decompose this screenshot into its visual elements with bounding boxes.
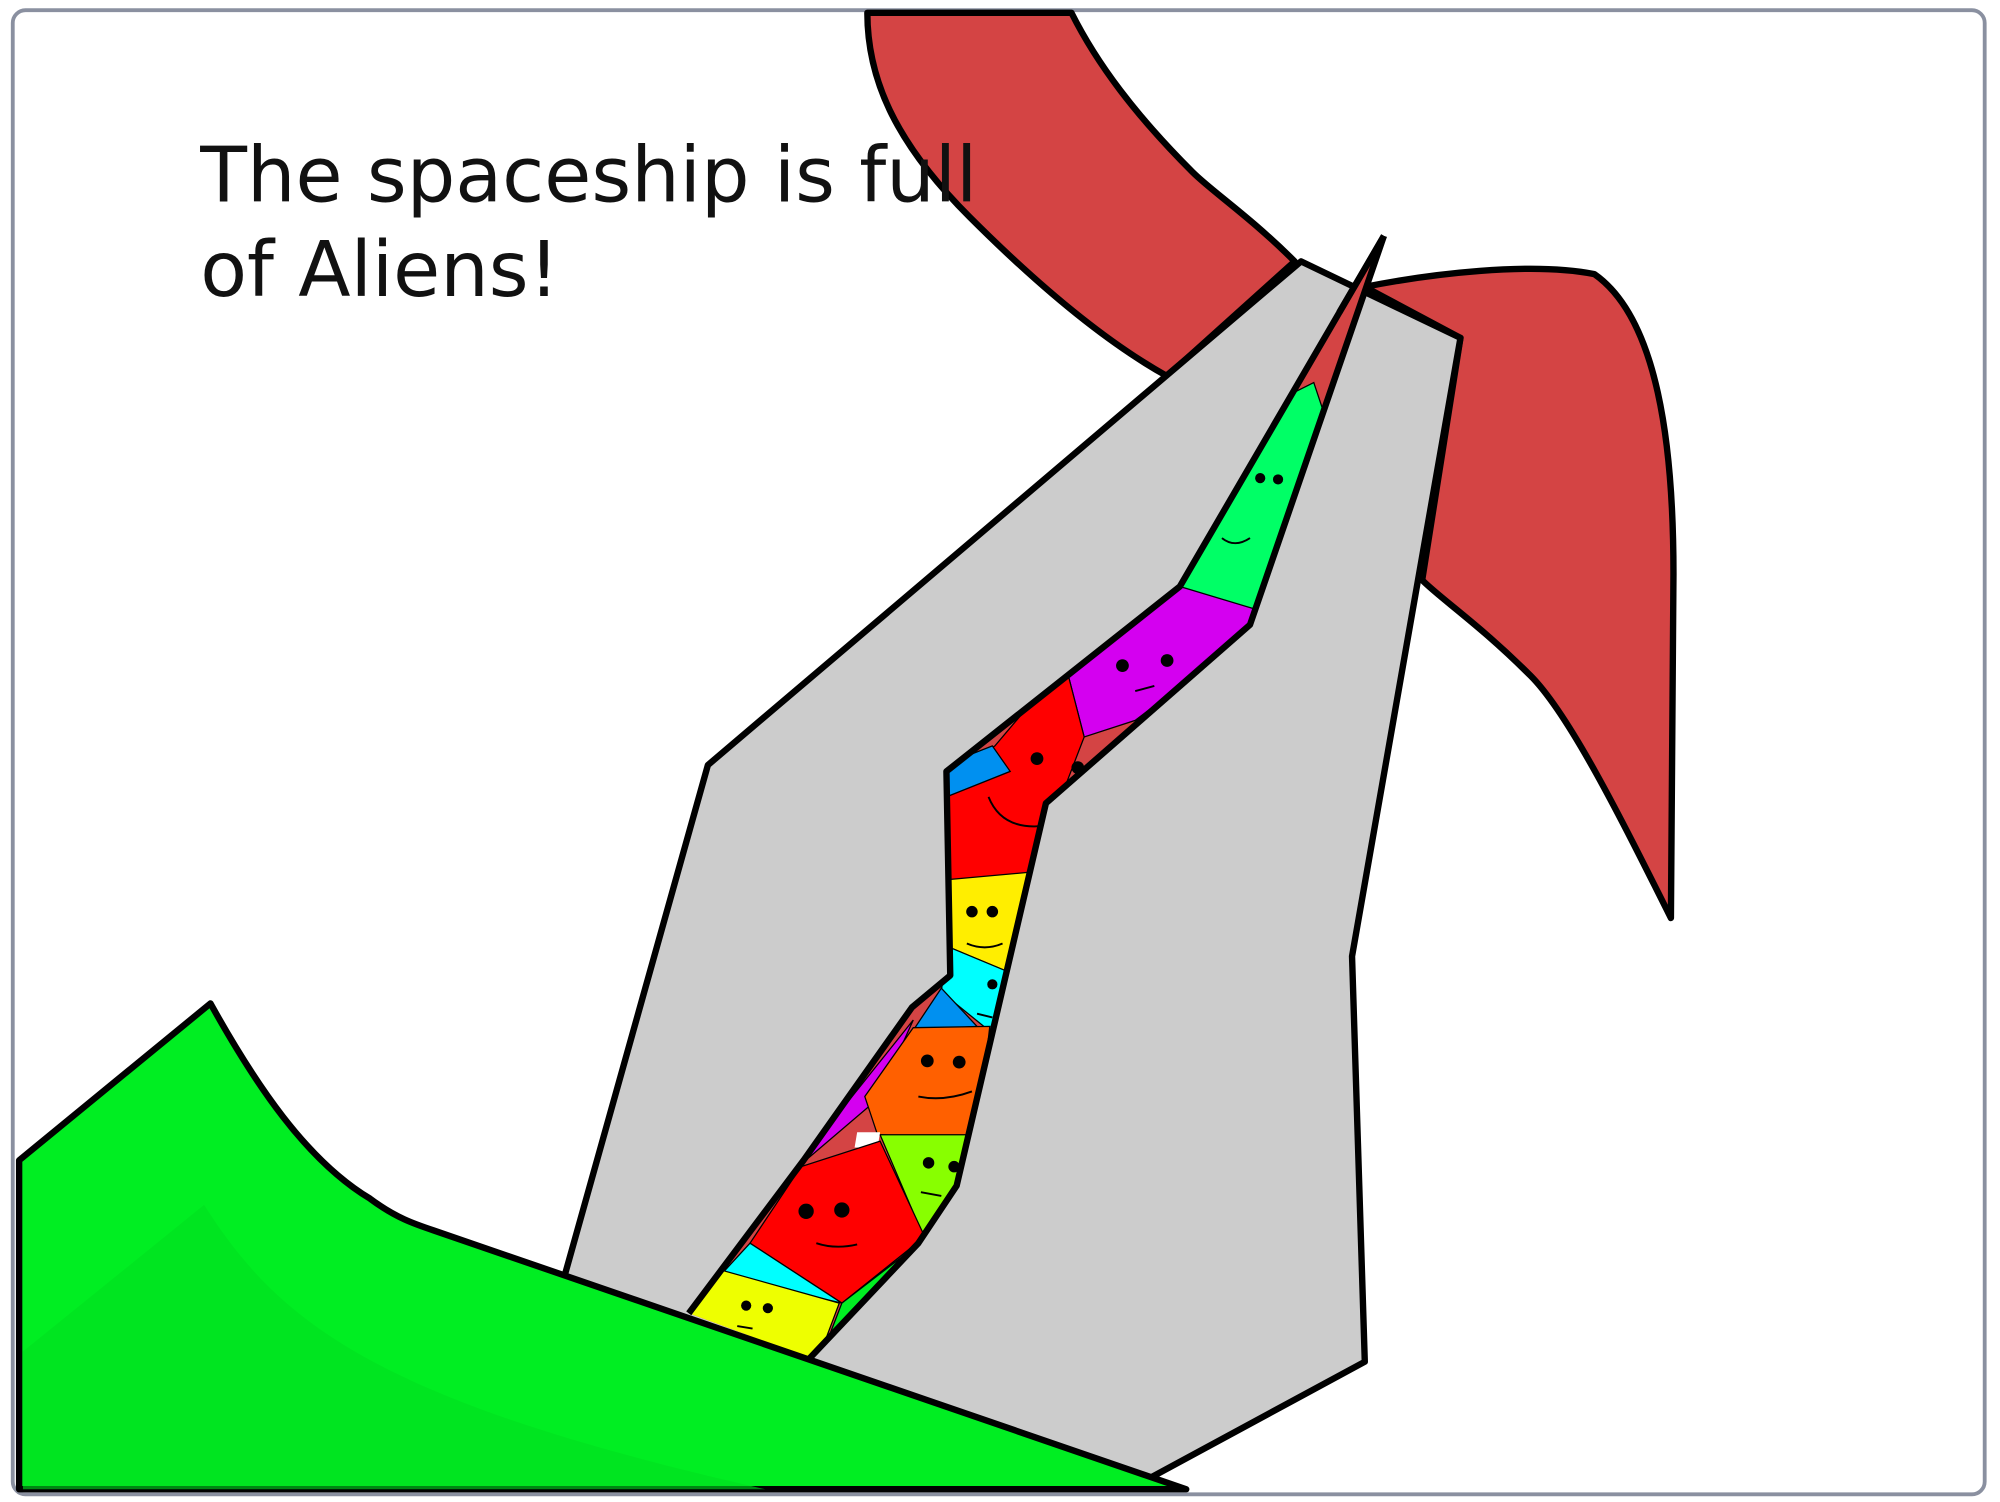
- alien-face: [987, 752, 1085, 828]
- rocket-window: [686, 234, 1387, 1361]
- hill-shade: [22, 1204, 766, 1490]
- alien-face: [737, 1300, 773, 1330]
- caption-line-1: The spaceship is full: [199, 131, 977, 220]
- caption-line-2: of Aliens!: [200, 226, 559, 315]
- alien-face: [966, 905, 1003, 949]
- story-caption: The spaceship is full of Aliens!: [199, 131, 1001, 314]
- alien-face: [918, 1054, 973, 1100]
- alien-face: [1221, 473, 1284, 545]
- alien-face: [920, 1157, 960, 1197]
- alien-face: [798, 1202, 858, 1248]
- alien-face: [976, 979, 998, 1019]
- rocket-fin-right: [1361, 265, 1677, 922]
- rocket-fin-top: [864, 9, 1298, 380]
- alien-face: [1116, 654, 1174, 692]
